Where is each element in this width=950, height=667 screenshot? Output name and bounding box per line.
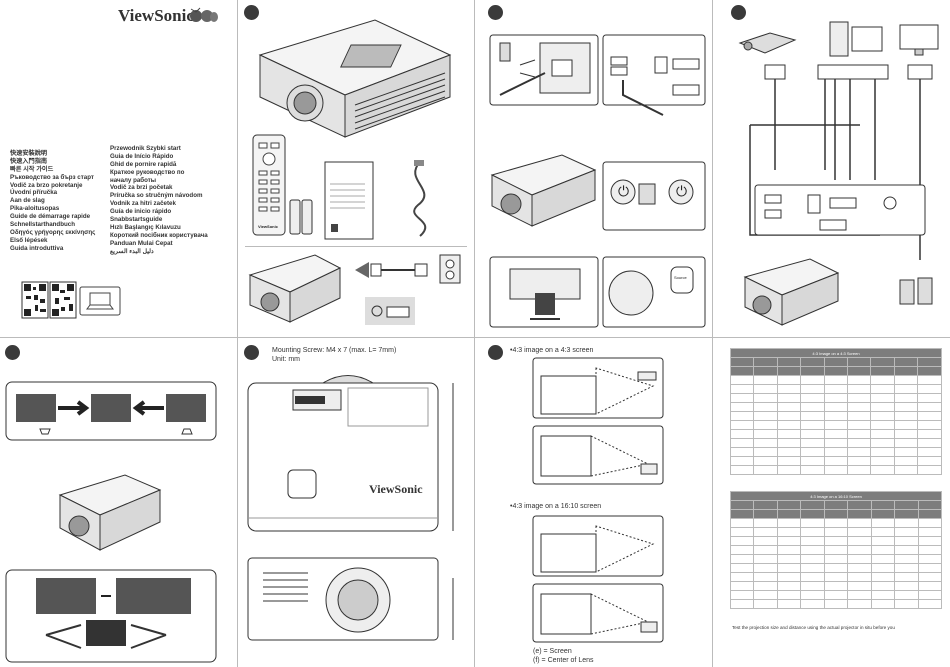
language-item: Vodič za brzo pokretanje <box>10 181 83 189</box>
keystone-correction-panel <box>5 381 217 441</box>
language-item: 快速入門指南 <box>10 157 48 165</box>
step-number-4 <box>5 345 20 360</box>
power-icon[interactable]: ⏻ <box>676 183 688 199</box>
power-button-press-icon[interactable] <box>365 297 415 325</box>
projection-diagram <box>532 357 664 485</box>
power-cable-icon <box>355 262 428 278</box>
screen43-label: •4:3 image on a 4:3 screen <box>510 347 594 354</box>
footnote: Test the projection size and distance us… <box>732 625 895 630</box>
language-item: Panduan Mulai Cepat <box>110 239 173 247</box>
step-number-3 <box>731 5 746 20</box>
projector-power-image <box>248 254 342 323</box>
language-item: Ghid de pornire rapidă <box>110 160 177 168</box>
step-number-2 <box>488 5 503 20</box>
language-item: началу работы <box>110 176 157 184</box>
screen-size-table-43: 4:3 Image on a 4:3 Screen <box>729 348 942 475</box>
projector-image <box>258 19 452 138</box>
qr-code-icon[interactable] <box>21 281 49 319</box>
screen-size-table-1610: 4:3 Image on a 16:10 Screen <box>729 491 942 609</box>
power-icon[interactable]: ⏻ <box>618 183 630 199</box>
connection-diagram <box>749 64 933 260</box>
power-cord-image <box>413 160 427 237</box>
ac-connection-image <box>489 34 599 106</box>
table-title: 4:3 Image on a 4:3 Screen <box>730 348 942 358</box>
projector-image <box>490 154 597 227</box>
language-item: Краткое руководство по <box>110 168 185 176</box>
zoom-focus-panel[interactable] <box>5 569 217 663</box>
language-item: Οδηγός γρήγορης εκκίνησης <box>10 228 96 236</box>
language-item: Pika-aloitusopas <box>10 205 60 213</box>
language-item: Guida introduttiva <box>10 244 64 252</box>
legend-lens-center: (f) = Center of Lens <box>533 657 594 664</box>
language-item: Príručka so stručným návodom <box>110 192 203 200</box>
language-item: Ръководство за бърз старт <box>10 173 94 181</box>
language-item: دليل البدء السريع <box>110 247 154 255</box>
step-number-1 <box>244 5 259 20</box>
language-item: Első lépések <box>10 236 48 244</box>
projector-image <box>743 258 840 326</box>
table-title: 4:3 Image on a 16:10 Screen <box>730 491 942 501</box>
language-item: Schnellstarthandbuch <box>10 221 75 229</box>
divider <box>474 0 475 667</box>
laptop-icon <box>79 286 121 316</box>
language-item: 빠른 시작 가이드 <box>10 165 54 173</box>
language-item: Przewodnik Szybki start <box>110 145 181 152</box>
speakers-icon <box>899 277 933 305</box>
birds-logo-icon <box>190 7 218 22</box>
language-item: Guia de Início Rápido <box>110 152 174 160</box>
mounting-screw-text: Mounting Screw: M4 x 7 (max. L= 7mm) <box>272 347 397 354</box>
language-item: Vodnik za hitri začetek <box>110 200 176 208</box>
divider <box>245 246 467 247</box>
language-item: Короткий посібник користувача <box>110 231 208 239</box>
language-item: Aan de slag <box>10 197 45 205</box>
lens-adjust-image <box>489 256 599 328</box>
language-item: Hızlı Başlangıç Kılavuzu <box>110 223 181 231</box>
projector-top-view <box>247 375 454 641</box>
divider <box>712 0 713 667</box>
source-button-label: Source <box>674 275 687 280</box>
quick-start-guide-image <box>324 161 374 240</box>
remote-brand-label: ViewSonic <box>258 224 278 229</box>
projector-brand-label: ViewSonic <box>369 482 423 496</box>
source-button-image[interactable] <box>602 256 706 328</box>
batteries-image <box>289 199 313 235</box>
language-item: Guide de démarrage rapide <box>10 213 91 221</box>
language-item: Snabbstartsguide <box>110 216 163 224</box>
language-item: Guía de inicio rápido <box>110 208 172 216</box>
monitor-icon <box>899 24 939 56</box>
step-number-5 <box>244 345 259 360</box>
video-connection-image <box>602 34 706 116</box>
language-item: Vodič za brzi početak <box>110 184 173 192</box>
wall-outlet-icon <box>439 254 461 284</box>
projection-diagram <box>532 515 664 643</box>
language-item: Úvodní příručka <box>10 189 58 197</box>
desktop-pc-icon <box>829 21 883 57</box>
divider <box>237 0 238 667</box>
brand-logo: ViewSonic <box>118 6 194 25</box>
camcorder-icon <box>738 32 797 54</box>
screen1610-label: •4:3 image on a 16:10 screen <box>510 503 602 510</box>
power-button-panel[interactable] <box>602 161 706 231</box>
language-item: 快速安裝說明 <box>10 150 48 157</box>
divider <box>0 337 950 338</box>
remote-control-image <box>252 134 286 236</box>
qr-code-icon[interactable] <box>49 281 77 319</box>
unit-text: Unit: mm <box>272 356 300 363</box>
legend-screen: (e) = Screen <box>533 648 572 655</box>
projector-image <box>58 474 162 551</box>
step-number-6 <box>488 345 503 360</box>
